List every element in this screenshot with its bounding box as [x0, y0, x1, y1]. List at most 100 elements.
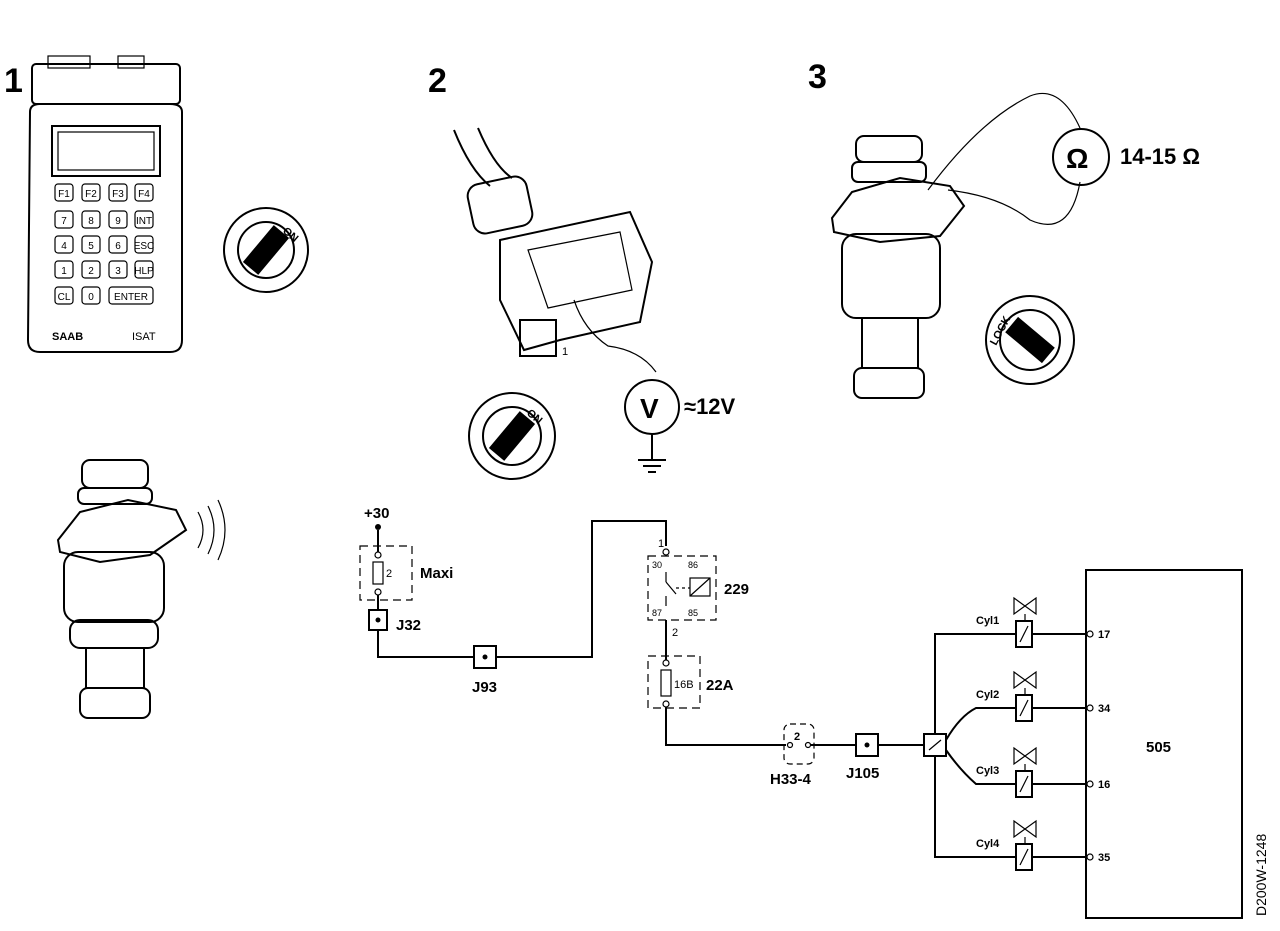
- keypad-key-label: 2: [88, 266, 94, 277]
- ignition-switch-on-1: ON: [223, 207, 309, 293]
- ecu-pin-number: 17: [1098, 629, 1110, 641]
- relay-t30: 30: [652, 560, 662, 570]
- relay-t87: 87: [652, 608, 662, 618]
- ohmmeter-symbol: Ω: [1066, 143, 1088, 174]
- valve-symbol: [1013, 819, 1037, 839]
- keypad-key-label: 4: [61, 241, 67, 252]
- keypad-key-label: CL: [58, 292, 71, 303]
- keypad-key-label: 5: [88, 241, 94, 252]
- voltmeter-symbol: V: [640, 393, 659, 424]
- keypad-key: [81, 235, 101, 254]
- voltmeter: V: [624, 379, 680, 473]
- keypad-key-label: 7: [61, 216, 67, 227]
- ecu-pin-number: 34: [1098, 703, 1111, 715]
- ohm-lead-1: [927, 92, 1081, 191]
- keypad-key-label: 0: [88, 292, 94, 303]
- j93-label: J93: [472, 679, 497, 696]
- supply-label: +30: [364, 505, 389, 522]
- keypad-key-label: HLP: [134, 266, 154, 277]
- harness-connector: [453, 127, 654, 357]
- keypad-key: [108, 210, 128, 229]
- ecu-pin: [1086, 853, 1094, 861]
- injector-sound: [56, 459, 226, 719]
- step-3-number: 3: [808, 58, 827, 96]
- ignition-switch-lock: LOCK: [985, 295, 1075, 385]
- injector-name: Cyl2: [976, 689, 999, 701]
- keypad-key: [54, 210, 74, 229]
- ecu-pin: [1086, 780, 1094, 788]
- keypad-key-label: F2: [85, 189, 97, 200]
- fuse-maxi-label: Maxi: [420, 565, 453, 582]
- keypad-key: [81, 210, 101, 229]
- keypad-key: [81, 286, 101, 305]
- injector-cyl1: Cyl1 17: [976, 596, 1110, 648]
- keypad-key-label: INT: [136, 216, 152, 227]
- valve-symbol: [1013, 670, 1037, 690]
- keypad-key-label: ESC: [134, 241, 155, 252]
- resistance-reading: 14-15 Ω: [1120, 144, 1200, 169]
- injector-name: Cyl3: [976, 765, 999, 777]
- keypad-key: [54, 183, 74, 202]
- keypad-key: [108, 260, 128, 279]
- h33-pin: 2: [794, 731, 800, 743]
- keypad-key-label: F4: [138, 189, 150, 200]
- connector-pin-1: 1: [562, 346, 568, 358]
- relay-pin-2: 2: [672, 627, 678, 639]
- ecu-pin-number: 16: [1098, 779, 1110, 791]
- keypad-key-label: ENTER: [114, 292, 148, 303]
- isat-tester: [26, 55, 183, 353]
- drawing-id: D200W-1248: [1253, 834, 1269, 916]
- tester-model: ISAT: [132, 331, 156, 343]
- ignition-switch-on-2: ON: [468, 392, 556, 480]
- keypad-key-label: F3: [112, 189, 124, 200]
- keypad-key: [54, 235, 74, 254]
- injector-cyl4: Cyl4 35: [976, 819, 1110, 871]
- keypad-key: [54, 286, 74, 305]
- fuse-maxi-number: 2: [386, 568, 392, 580]
- keypad-key-label: 6: [115, 241, 121, 252]
- ecu-pin: [1086, 704, 1094, 712]
- tester-keypad: F1 F2 F3 F4 7 8 9 INT 4 5 6 ESC 1 2 3 HLP CL 0 ENTER: [54, 183, 155, 305]
- wiring-schematic: +30 2 Maxi J32 J93 1 30 86 87 85 229: [359, 505, 1016, 858]
- keypad-key: [81, 260, 101, 279]
- injector-name: Cyl4: [976, 838, 1000, 850]
- step-1-number: 1: [4, 62, 23, 100]
- relay-t85: 85: [688, 608, 698, 618]
- voltage-reading: ≈12V: [684, 394, 736, 419]
- ecu-box: [1085, 569, 1243, 919]
- keypad-key: [134, 183, 154, 202]
- fuse-22a-number: 16B: [674, 679, 694, 691]
- ecu-pin-number: 35: [1098, 852, 1110, 864]
- injector-cyl2: Cyl2 34: [976, 670, 1111, 722]
- j105-label: J105: [846, 765, 879, 782]
- keypad-key: [108, 235, 128, 254]
- keypad-key-label: 3: [115, 266, 121, 277]
- step-2-number: 2: [428, 62, 447, 100]
- keypad-key: [134, 210, 154, 229]
- tester-brand: SAAB: [52, 331, 83, 343]
- h33-label: H33-4: [770, 771, 812, 788]
- valve-symbol: [1013, 596, 1037, 616]
- keypad-key-label: 8: [88, 216, 94, 227]
- keypad-key: [134, 260, 154, 279]
- keypad-key-label: F1: [58, 189, 70, 200]
- ecu-label: 505: [1146, 739, 1171, 756]
- ohmmeter: Ω: [1052, 128, 1110, 186]
- injector-cyl3: Cyl3 16: [976, 746, 1110, 798]
- relay-label: 229: [724, 581, 749, 598]
- ohm-lead-2: [947, 181, 1081, 225]
- probe-lead-1: [573, 299, 657, 373]
- j32-label: J32: [396, 617, 421, 634]
- keypad-key-label: 1: [61, 266, 67, 277]
- keypad-key: [134, 235, 154, 254]
- injector-name: Cyl1: [976, 615, 999, 627]
- ecu-pin: [1086, 630, 1094, 638]
- keypad-key: [81, 183, 101, 202]
- keypad-key-label: 9: [115, 216, 121, 227]
- fuse-22a-label: 22A: [706, 677, 734, 694]
- relay-pin-1: 1: [658, 538, 664, 550]
- valve-symbol: [1013, 746, 1037, 766]
